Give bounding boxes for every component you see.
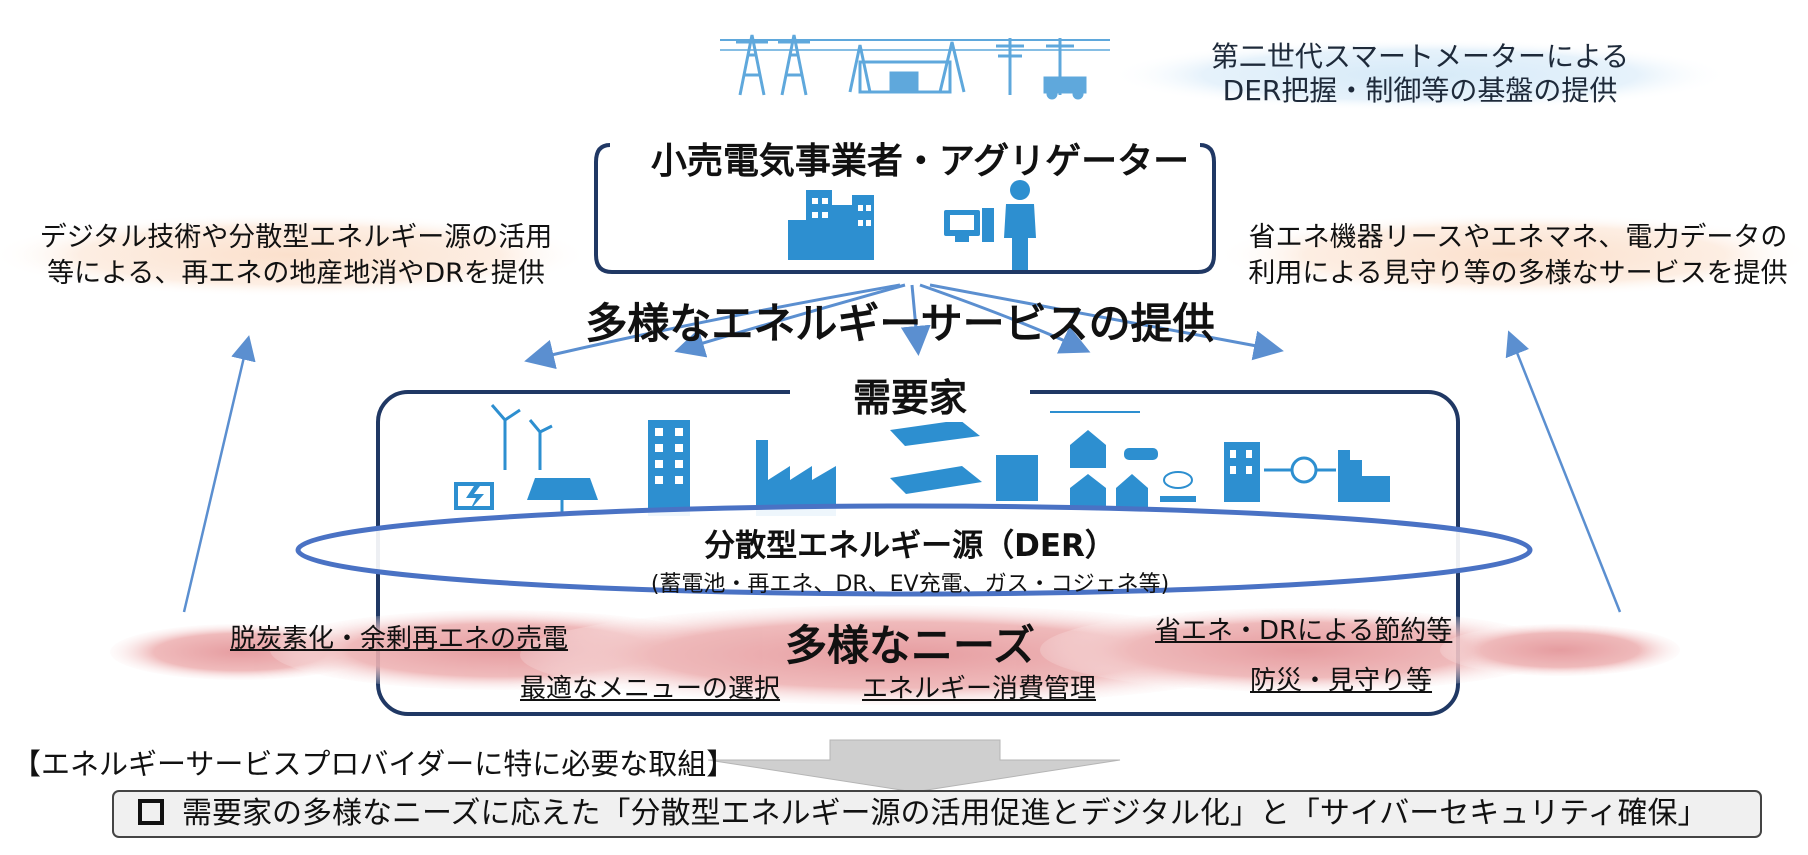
retailer-title: 小売電気事業者・アグリゲーター — [650, 141, 1190, 182]
down-arrow — [707, 739, 1121, 793]
left-note-line1: デジタル技術や分散型エネルギー源の活用 — [39, 222, 553, 253]
factory-icon — [756, 440, 836, 516]
wind-battery-solar-icon — [454, 404, 598, 512]
need-item: エネルギー消費管理 — [862, 674, 1097, 704]
need-item: 脱炭素化・余剰再エネの売電 — [230, 624, 569, 654]
right-note-background — [1215, 213, 1808, 297]
need-item: 省エネ・DRによる節約等 — [1155, 616, 1453, 646]
substation-icon — [848, 41, 966, 94]
service-arrows — [524, 283, 1284, 370]
needs-title: 多様なニーズ — [785, 621, 1035, 670]
top-note-background — [1110, 39, 1730, 111]
need-item: 最適なメニューの選択 — [520, 674, 781, 704]
retailer-frame — [594, 143, 1216, 274]
service-title: 多様なエネルギーサービスの提供 — [585, 299, 1215, 348]
left-note: デジタル技術や分散型エネルギー源の活用 等による、再エネの地産地消やDRを提供 — [6, 220, 586, 292]
top-note-line1: 第二世代スマートメーターによる — [1210, 40, 1630, 73]
right-note-line1: 省エネ機器リースやエネマネ、電力データの — [1248, 222, 1788, 253]
office-buildings-icon — [788, 190, 874, 260]
right-up-arrow — [1505, 330, 1622, 613]
farmland-icon — [890, 420, 982, 494]
left-note-background — [0, 213, 590, 297]
left-note-line2: 等による、再エネの地産地消やDRを提供 — [47, 258, 545, 289]
left-up-arrow — [182, 335, 256, 613]
computer-person-icon — [944, 180, 1036, 270]
initiative-box: 需要家の多様なニーズに応えた「分散型エネルギー源の活用促進とデジタル化」と「サイ… — [112, 790, 1762, 838]
tall-building-icon — [648, 420, 690, 516]
consumer-icons — [454, 404, 1390, 516]
right-note-line2: 利用による見守り等の多様なサービスを提供 — [1248, 258, 1788, 289]
der-subtitle: (蓄電池・再エネ、DR、EV充電、ガス・コジェネ等) — [650, 572, 1170, 597]
utility-pole-truck-icon — [996, 38, 1087, 100]
houses-ev-icon — [996, 411, 1196, 508]
der-ellipse — [295, 503, 1533, 597]
checkbox-square-icon — [138, 798, 164, 825]
initiatives-heading: 【エネルギーサービスプロバイダーに特に必要な取組】 — [12, 747, 736, 781]
consumer-title: 需要家 — [790, 367, 1030, 422]
need-item: 防災・見守り等 — [1250, 666, 1433, 696]
transmission-tower-icon — [736, 34, 810, 96]
needs-cloud — [110, 605, 1680, 705]
top-note: 第二世代スマートメーターによる DER把握・制御等の基盤の提供 — [1140, 40, 1700, 110]
right-note: 省エネ機器リースやエネマネ、電力データの 利用による見守り等の多様なサービスを提… — [1228, 220, 1808, 292]
building-exchange-icon — [1224, 442, 1390, 502]
top-note-line2: DER把握・制御等の基盤の提供 — [1222, 74, 1618, 107]
der-title: 分散型エネルギー源（DER） — [704, 528, 1116, 564]
grid-infrastructure-icons — [720, 34, 1110, 100]
initiative-text: 需要家の多様なニーズに応えた「分散型エネルギー源の活用促進とデジタル化」と「サイ… — [182, 796, 1708, 831]
